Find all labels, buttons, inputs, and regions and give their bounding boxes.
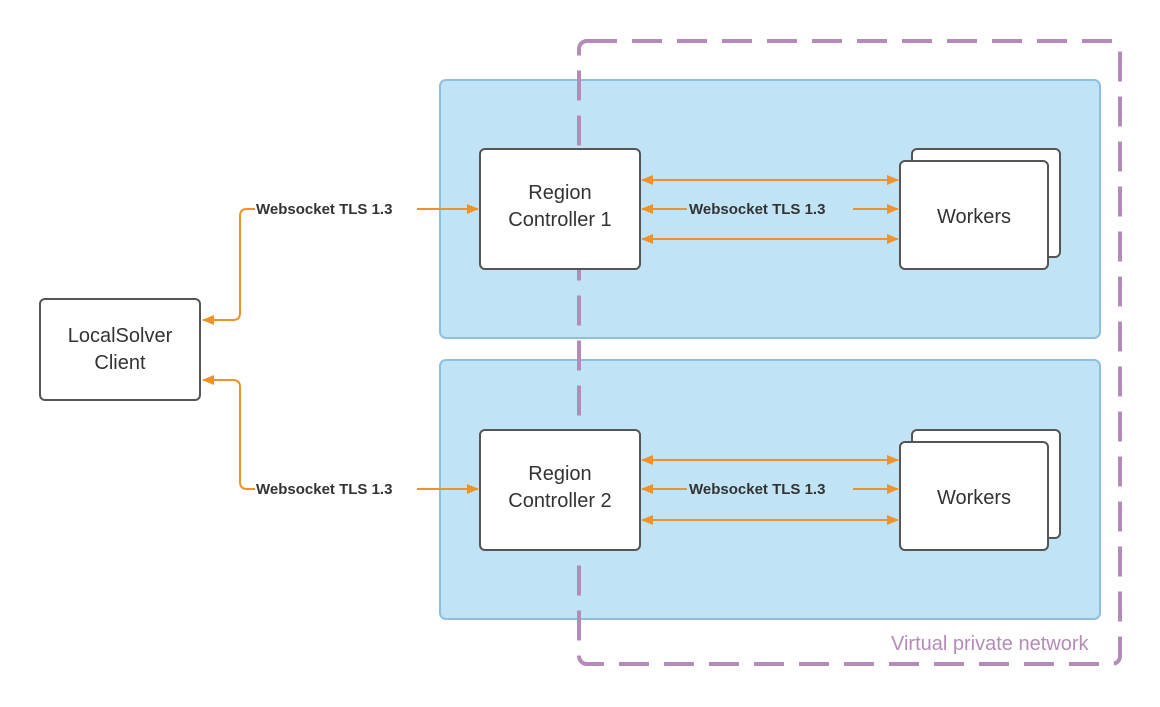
region-controller-1-label-line1: Region [528, 182, 591, 204]
client-link-2-label-bg [255, 479, 417, 499]
client-to-controller-1-connector [202, 204, 479, 325]
vpn-label: Virtual private network [891, 633, 1090, 655]
workers-2-box [899, 441, 1049, 551]
workers-1-box [899, 160, 1049, 270]
region-controller-1-box [479, 148, 641, 270]
workers-2-label: Workers [937, 487, 1011, 509]
vpn-boundary [577, 39, 1122, 666]
client-link-1-label: Websocket TLS 1.3 [256, 201, 392, 218]
region-1-link-label: Websocket TLS 1.3 [689, 201, 825, 218]
region-1-link-label-bg [687, 199, 853, 219]
region-controller-1-label-line2: Controller 1 [508, 209, 611, 231]
region-2-link-label-bg [687, 479, 853, 499]
region-controller-2-label-line1: Region [528, 463, 591, 485]
client-to-controller-2-connector [202, 375, 479, 494]
region-controller-2-box [479, 429, 641, 551]
region-controller-2-label-line2: Controller 2 [508, 490, 611, 512]
client-label-line1: LocalSolver [68, 325, 173, 347]
region-2-link-label: Websocket TLS 1.3 [689, 481, 825, 498]
workers-1-label: Workers [937, 206, 1011, 228]
client-link-2-label: Websocket TLS 1.3 [256, 481, 392, 498]
client-label-line2: Client [94, 352, 146, 374]
client-box [39, 298, 201, 401]
client-link-1-label-bg [255, 199, 417, 219]
